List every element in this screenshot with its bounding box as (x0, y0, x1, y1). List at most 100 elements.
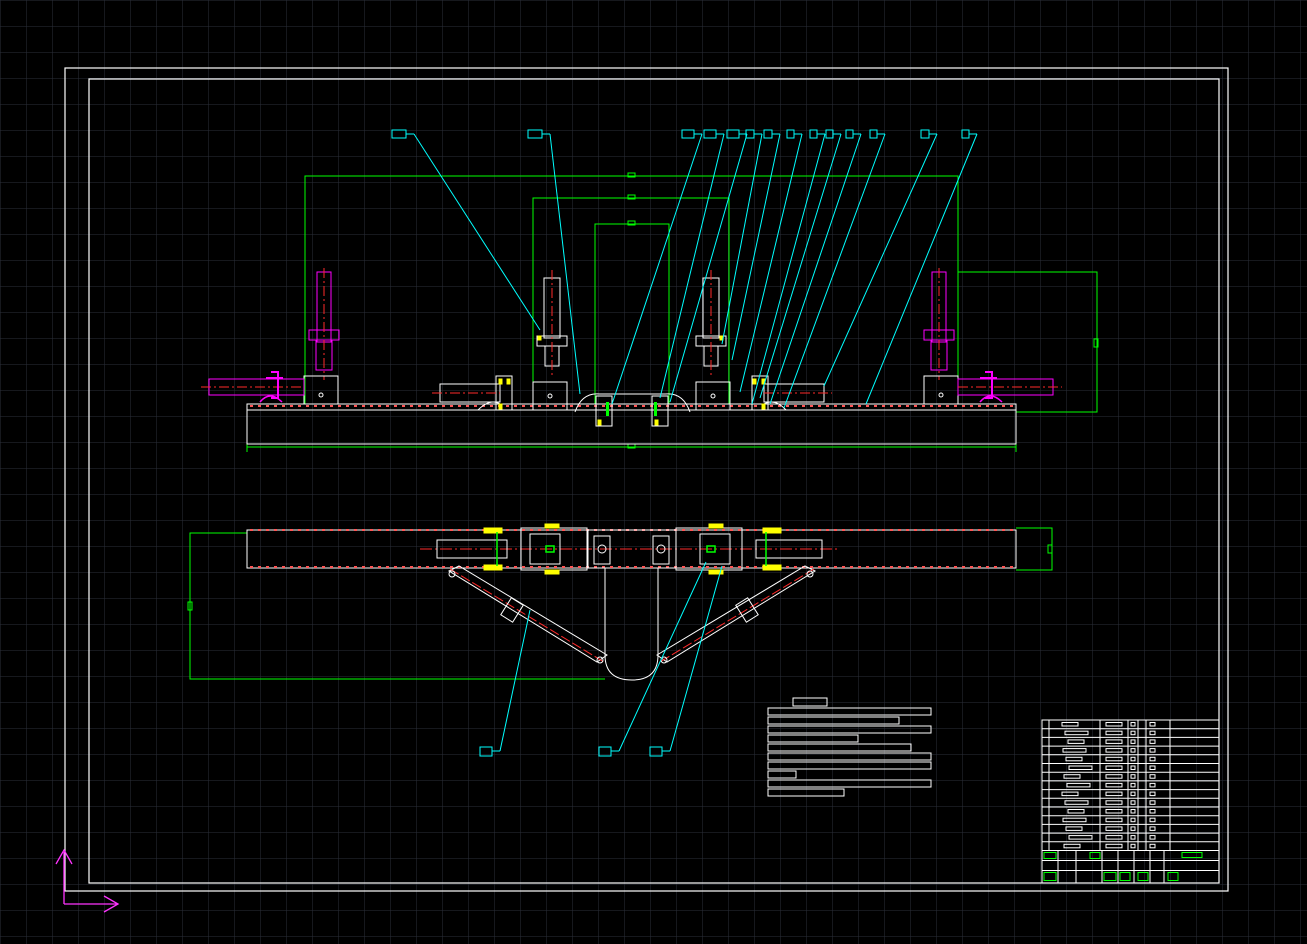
inner-border (88, 78, 1220, 884)
parts-list-code-cell (1105, 756, 1123, 762)
parts-list-material-cell (1149, 843, 1156, 849)
title-block-stamp-cell (1089, 852, 1101, 859)
parts-list-name-cell (1064, 800, 1089, 805)
parts-list-code-cell (1105, 817, 1123, 823)
parts-list-name-cell (1064, 730, 1089, 736)
parts-list-name-cell (1062, 817, 1087, 823)
parts-list-material-cell (1149, 748, 1156, 753)
parts-list-name-cell (1062, 748, 1087, 753)
parts-list-code-cell (1105, 791, 1123, 797)
parts-list-code-cell (1105, 782, 1123, 788)
inner-cylinder-left (532, 270, 568, 411)
outer-cylinder-right (923, 268, 955, 380)
title-block-stamp-cell (1119, 872, 1131, 881)
leader-line (611, 133, 703, 405)
parts-list-qty-cell (1130, 730, 1136, 736)
parts-list-code-cell (1105, 774, 1123, 779)
outer-border (64, 67, 1229, 892)
parts-list-code-cell (1105, 835, 1123, 840)
title-block-stamp-cell (1043, 872, 1057, 881)
parts-list-qty-cell (1130, 765, 1136, 770)
front-base-beam (246, 403, 1017, 445)
leader-line (731, 133, 781, 361)
parts-list-name-cell (1061, 791, 1079, 797)
parts-list-material-cell (1149, 774, 1156, 779)
dimension-right-height (958, 271, 1098, 413)
title-block-stamp-cell (1167, 872, 1179, 881)
leader-line (413, 133, 541, 331)
parts-list-name-cell (1063, 774, 1081, 779)
leader-line (783, 133, 886, 409)
parts-list-code-cell (1105, 826, 1123, 831)
leader-line (669, 565, 723, 752)
parts-list-material-cell (1149, 782, 1156, 788)
leader-line (865, 133, 978, 405)
leader-line (751, 133, 826, 405)
parts-list-name-cell (1065, 756, 1083, 762)
parts-list-name-cell (1063, 843, 1081, 849)
parts-list-qty-cell (1130, 739, 1136, 744)
fasteners-front (498, 335, 766, 426)
front-view[interactable] (201, 172, 1099, 452)
center-t-support (587, 529, 677, 681)
parts-list-name-cell (1068, 765, 1093, 770)
leader-line (759, 133, 842, 399)
parts-list-qty-cell (1130, 748, 1136, 753)
leader-line (721, 133, 763, 345)
parts-list-qty-cell (1130, 843, 1136, 849)
title-block-stamp-cell (1137, 872, 1149, 881)
leader-line (549, 133, 581, 395)
leader-line (769, 133, 862, 405)
parts-list-code-cell (1105, 765, 1123, 770)
leader-line (739, 133, 803, 393)
parts-list-qty-cell (1130, 756, 1136, 762)
parts-list-qty-cell (1130, 835, 1136, 840)
parts-list-material-cell (1149, 791, 1156, 797)
parts-list-name-cell (1067, 739, 1085, 744)
parts-list-qty-cell (1130, 826, 1136, 831)
green-brackets-top (496, 532, 767, 566)
leader-line (659, 133, 725, 399)
parts-list-material-cell (1149, 826, 1156, 831)
parts-list-code-cell (1105, 843, 1123, 849)
parts-list-code-cell (1105, 748, 1123, 753)
fasteners-top (483, 523, 782, 575)
ucs-axis-icon (55, 848, 120, 913)
parts-list-qty-cell (1130, 722, 1136, 727)
title-block-stamp-cell (1043, 852, 1057, 859)
parts-list-code-cell (1105, 739, 1123, 744)
parts-list-qty-cell (1130, 817, 1136, 823)
front-dimension-lines (246, 172, 1099, 452)
title-block-stamp-cell (1103, 872, 1117, 881)
parts-list-code-cell (1105, 730, 1123, 736)
title-block[interactable] (1041, 719, 1220, 884)
title-block-stamp-cell (1181, 852, 1203, 858)
parts-list-material-cell (1149, 756, 1156, 762)
parts-list-material-cell (1149, 730, 1156, 736)
parts-list-name-cell (1068, 835, 1093, 840)
leader-balloons[interactable] (391, 129, 978, 757)
parts-list-name-cell (1066, 782, 1091, 788)
parts-list-qty-cell (1130, 800, 1136, 805)
parts-list-material-cell (1149, 835, 1156, 840)
outer-cylinder-left (308, 268, 340, 380)
parts-list-code-cell (1105, 809, 1123, 814)
leader-line (823, 133, 938, 387)
leader-line (618, 561, 707, 752)
technical-notes (767, 697, 932, 797)
parts-list-qty-cell (1130, 774, 1136, 779)
parts-list-qty-cell (1130, 782, 1136, 788)
parts-list-name-cell (1067, 809, 1085, 814)
parts-list-qty-cell (1130, 809, 1136, 814)
parts-list-material-cell (1149, 800, 1156, 805)
parts-list-material-cell (1149, 739, 1156, 744)
leader-line (499, 609, 531, 752)
parts-list-material-cell (1149, 809, 1156, 814)
top-dimension-lines (187, 527, 1053, 680)
handle-left (201, 371, 305, 403)
parts-list-code-cell (1105, 722, 1123, 727)
notes-heading (792, 697, 828, 707)
